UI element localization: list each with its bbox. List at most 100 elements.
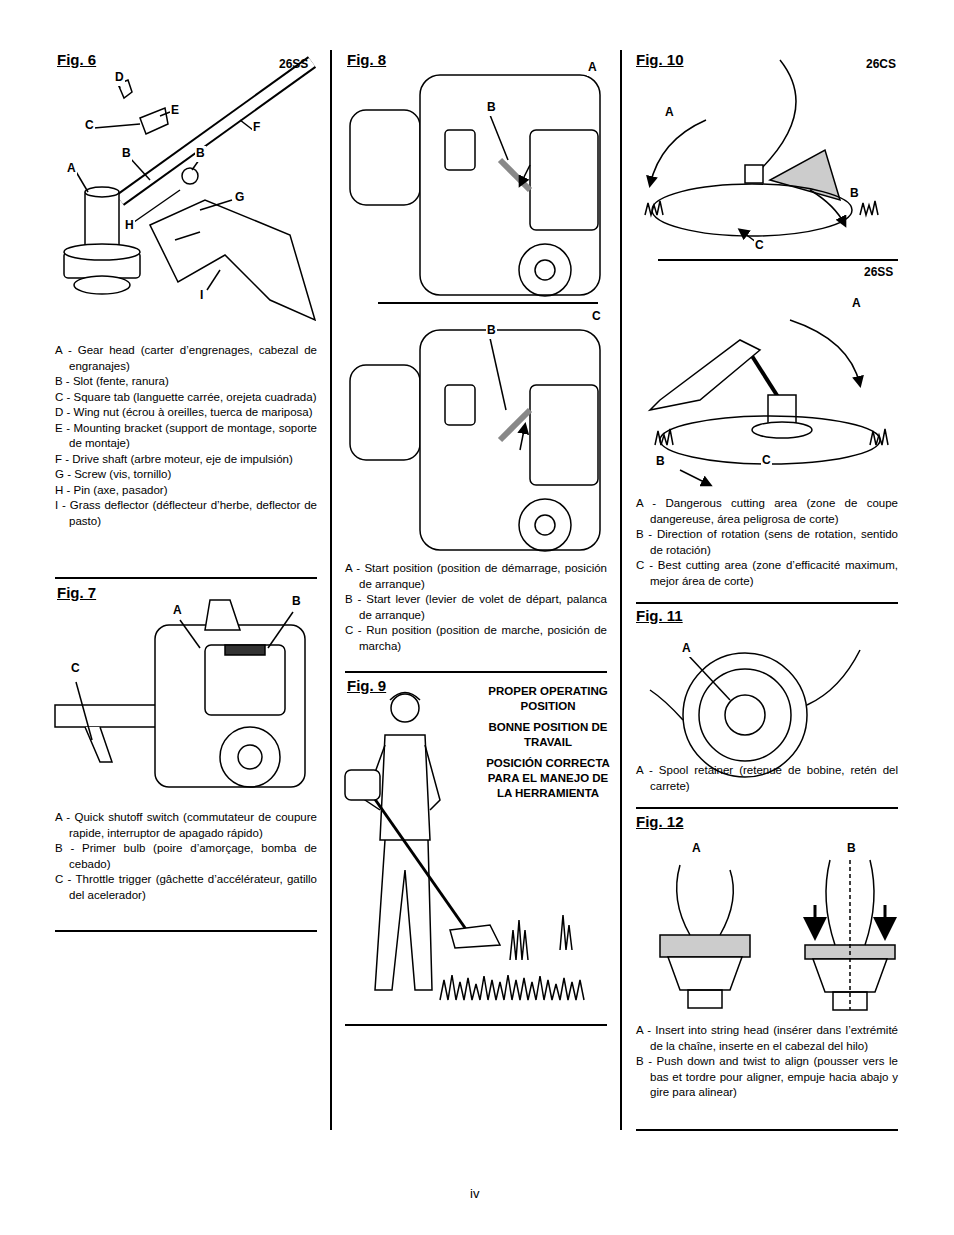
legend-entry: B - Primer bulb (poire d’amorçage, bomba…	[55, 841, 317, 872]
fig7-engine	[155, 625, 305, 787]
legend-entry: A - Insert into string head (insérer dan…	[636, 1023, 898, 1054]
legend-entry: A - Gear head (carter d’engrenages, cabe…	[55, 343, 317, 374]
fig7-engine	[238, 745, 262, 769]
fig8-engine-views	[445, 385, 475, 425]
legend-entry: C - Throttle trigger (gâchette d’accélér…	[55, 872, 317, 903]
legend-entry: A - Spool retainer (retenue de bobine, r…	[636, 763, 898, 794]
fig10-cutting-areas	[650, 340, 760, 410]
fig7-engine	[85, 727, 112, 762]
model-number: 26CS	[866, 57, 896, 73]
legend-entry: E - Mounting bracket (support de montage…	[55, 421, 317, 452]
figure-title: Fig. 10	[636, 50, 684, 70]
fig6-trimmer-head	[130, 158, 150, 180]
fig9-operator	[510, 915, 572, 960]
fig6-trimmer-head	[200, 200, 232, 210]
fig8-engine-views	[490, 338, 506, 410]
fig6-trimmer-head	[74, 276, 130, 294]
fig11-spool	[699, 669, 791, 761]
fig9-operator	[372, 795, 470, 935]
legend-entry: C - Square tab (languette carrée, orejet…	[55, 390, 317, 406]
fig10-cutting-areas	[652, 184, 852, 236]
fig10-cutting-areas	[770, 150, 840, 200]
fig6-trimmer-head	[207, 270, 220, 290]
fig6-trimmer-head	[160, 112, 170, 116]
fig8-engine-views	[350, 75, 600, 551]
legend-entry: A - Quick shutoff switch (commutateur de…	[55, 810, 317, 841]
fig7-engine	[220, 727, 280, 787]
fig8-engine-views	[519, 499, 571, 551]
fig10-cutting-areas	[645, 201, 878, 215]
callout-letter: C	[761, 453, 772, 469]
fig7-engine	[205, 600, 240, 630]
legend-entry: C - Best cutting area (zone d’efficacité…	[636, 558, 898, 589]
fig12-string-head	[849, 860, 851, 1010]
legend-entry: B - Direction of rotation (sens de rotat…	[636, 527, 898, 558]
position-heading: PROPER OPERATING POSITION	[483, 684, 613, 714]
fig9-operator	[375, 840, 432, 990]
legend-entry: A - Dangerous cutting area (zone de coup…	[636, 496, 898, 527]
fig8-engine-views	[490, 115, 508, 160]
fig9-operator	[440, 975, 584, 1000]
callout-letter: A	[681, 641, 692, 657]
figure-title: Fig. 6	[57, 50, 96, 70]
legend-entry: G - Screw (vis, tornillo)	[55, 467, 317, 483]
rule-lines	[345, 1024, 607, 1026]
figure-title: Fig. 8	[347, 50, 386, 70]
callout-letter: D	[114, 70, 125, 86]
callout-letter: F	[252, 120, 261, 136]
callout-letter: C	[754, 238, 765, 254]
fig9-operator	[390, 693, 420, 701]
fig7-engine	[180, 620, 200, 648]
legend-entry: I - Grass deflector (déflecteur d’herbe,…	[55, 498, 317, 529]
fig8-engine-views	[350, 365, 420, 460]
callout-letter: C	[70, 661, 81, 677]
fig7-engine	[225, 645, 265, 655]
figure-title: Fig. 11	[636, 606, 683, 626]
rule-lines	[330, 50, 332, 1130]
figure-title: Fig. 7	[57, 583, 96, 603]
page-number: iv	[470, 1186, 479, 1203]
fig12-string-head	[884, 905, 887, 935]
callout-letter: B	[655, 454, 666, 470]
fig8-engine-views	[530, 130, 598, 230]
rule-lines	[378, 302, 598, 304]
fig8-engine-views	[420, 75, 600, 295]
rule-lines	[55, 50, 898, 1130]
fig10-cutting-areas	[790, 320, 860, 385]
callout-letter: B	[195, 146, 206, 162]
position-heading: BONNE POSITION DE TRAVAIL	[483, 720, 613, 750]
callout-letter: A	[691, 841, 702, 857]
rule-lines	[658, 259, 898, 261]
rule-lines	[55, 930, 317, 932]
fig6-trimmer-head	[94, 124, 140, 128]
fig7-engine	[55, 705, 165, 727]
fig6-trimmer-head	[64, 62, 315, 320]
fig12-string-head	[677, 865, 734, 935]
legend-entry: C - Run position (position de marche, po…	[345, 623, 607, 654]
fig11-spool	[650, 690, 683, 720]
rule-lines	[620, 50, 622, 1130]
fig11-spool	[688, 655, 730, 700]
fig11-spool	[725, 695, 765, 735]
fig12-string-head	[668, 957, 742, 990]
fig10-cutting-areas	[645, 60, 888, 485]
fig6-trimmer-head	[85, 190, 119, 252]
fig8-engine-views	[519, 244, 571, 296]
fig8-engine-views	[530, 385, 598, 485]
fig7-engine	[55, 600, 305, 787]
callout-letter: B	[486, 323, 497, 339]
callout-letter: A	[66, 161, 77, 177]
fig6-trimmer-head	[150, 200, 315, 320]
fig10-cutting-areas	[752, 422, 812, 438]
fig6-trimmer-head	[182, 168, 198, 184]
callout-letter: A	[851, 296, 862, 312]
fig7-engine	[205, 645, 285, 715]
fig6-trimmer-head	[85, 187, 119, 197]
rule-lines	[345, 671, 607, 673]
fig8-engine-views	[500, 410, 530, 440]
fig8-engine-views	[520, 165, 530, 185]
fig8-engine-views	[520, 425, 525, 450]
fig9-operator	[450, 925, 500, 948]
fig12-string-head	[814, 905, 817, 935]
legend-entry: B - Slot (fente, ranura)	[55, 374, 317, 390]
